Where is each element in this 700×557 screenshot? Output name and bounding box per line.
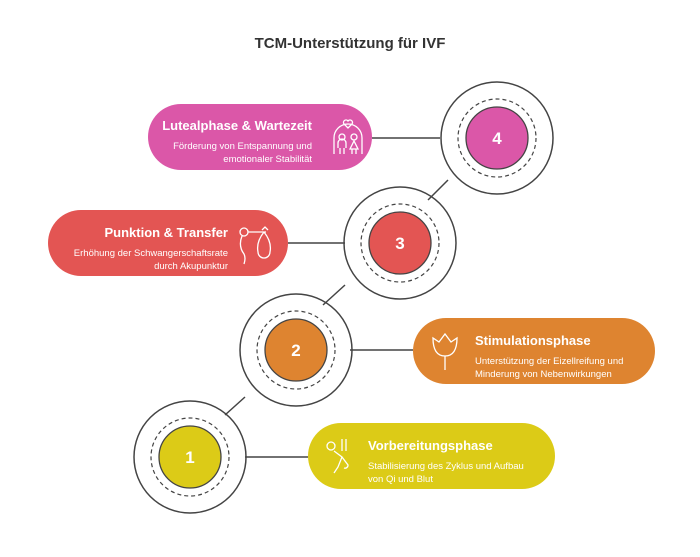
step-heading-2: Stimulationsphase [475, 333, 591, 348]
climber-icon [326, 439, 349, 474]
link-2-3 [322, 284, 346, 306]
link-1-2 [224, 396, 246, 416]
stork-icon [239, 226, 272, 265]
outer-ring-3 [343, 186, 457, 300]
couple-heart-icon [333, 119, 363, 154]
step-number-1: 1 [185, 448, 194, 467]
step-circle-1 [158, 425, 222, 489]
step-number-4: 4 [492, 129, 502, 148]
tulip-icon [432, 332, 458, 370]
step-heading-4: Lutealphase & Wartezeit [162, 118, 312, 133]
outer-ring-4 [440, 81, 554, 195]
step-card-4: Lutealphase & Wartezeit Förderung von En… [148, 104, 372, 170]
step-card-3: Punktion & Transfer Erhöhung der Schwang… [48, 210, 288, 276]
step-heading-1: Vorbereitungsphase [368, 438, 493, 453]
step-card-2: Stimulationsphase Unterstützung der Eize… [413, 318, 655, 384]
diagram-title: TCM-Unterstützung für IVF [254, 35, 446, 52]
step-heading-3: Punktion & Transfer [104, 225, 228, 240]
step-number-2: 2 [291, 341, 300, 360]
step-circle-4 [465, 106, 529, 170]
outer-ring-1 [133, 400, 247, 514]
step-circle-2 [264, 318, 328, 382]
step-card-1: Vorbereitungsphase Stabilisierung des Zy… [308, 423, 555, 489]
outer-ring-2 [239, 293, 353, 407]
step-number-3: 3 [395, 234, 404, 253]
step-circle-3 [368, 211, 432, 275]
